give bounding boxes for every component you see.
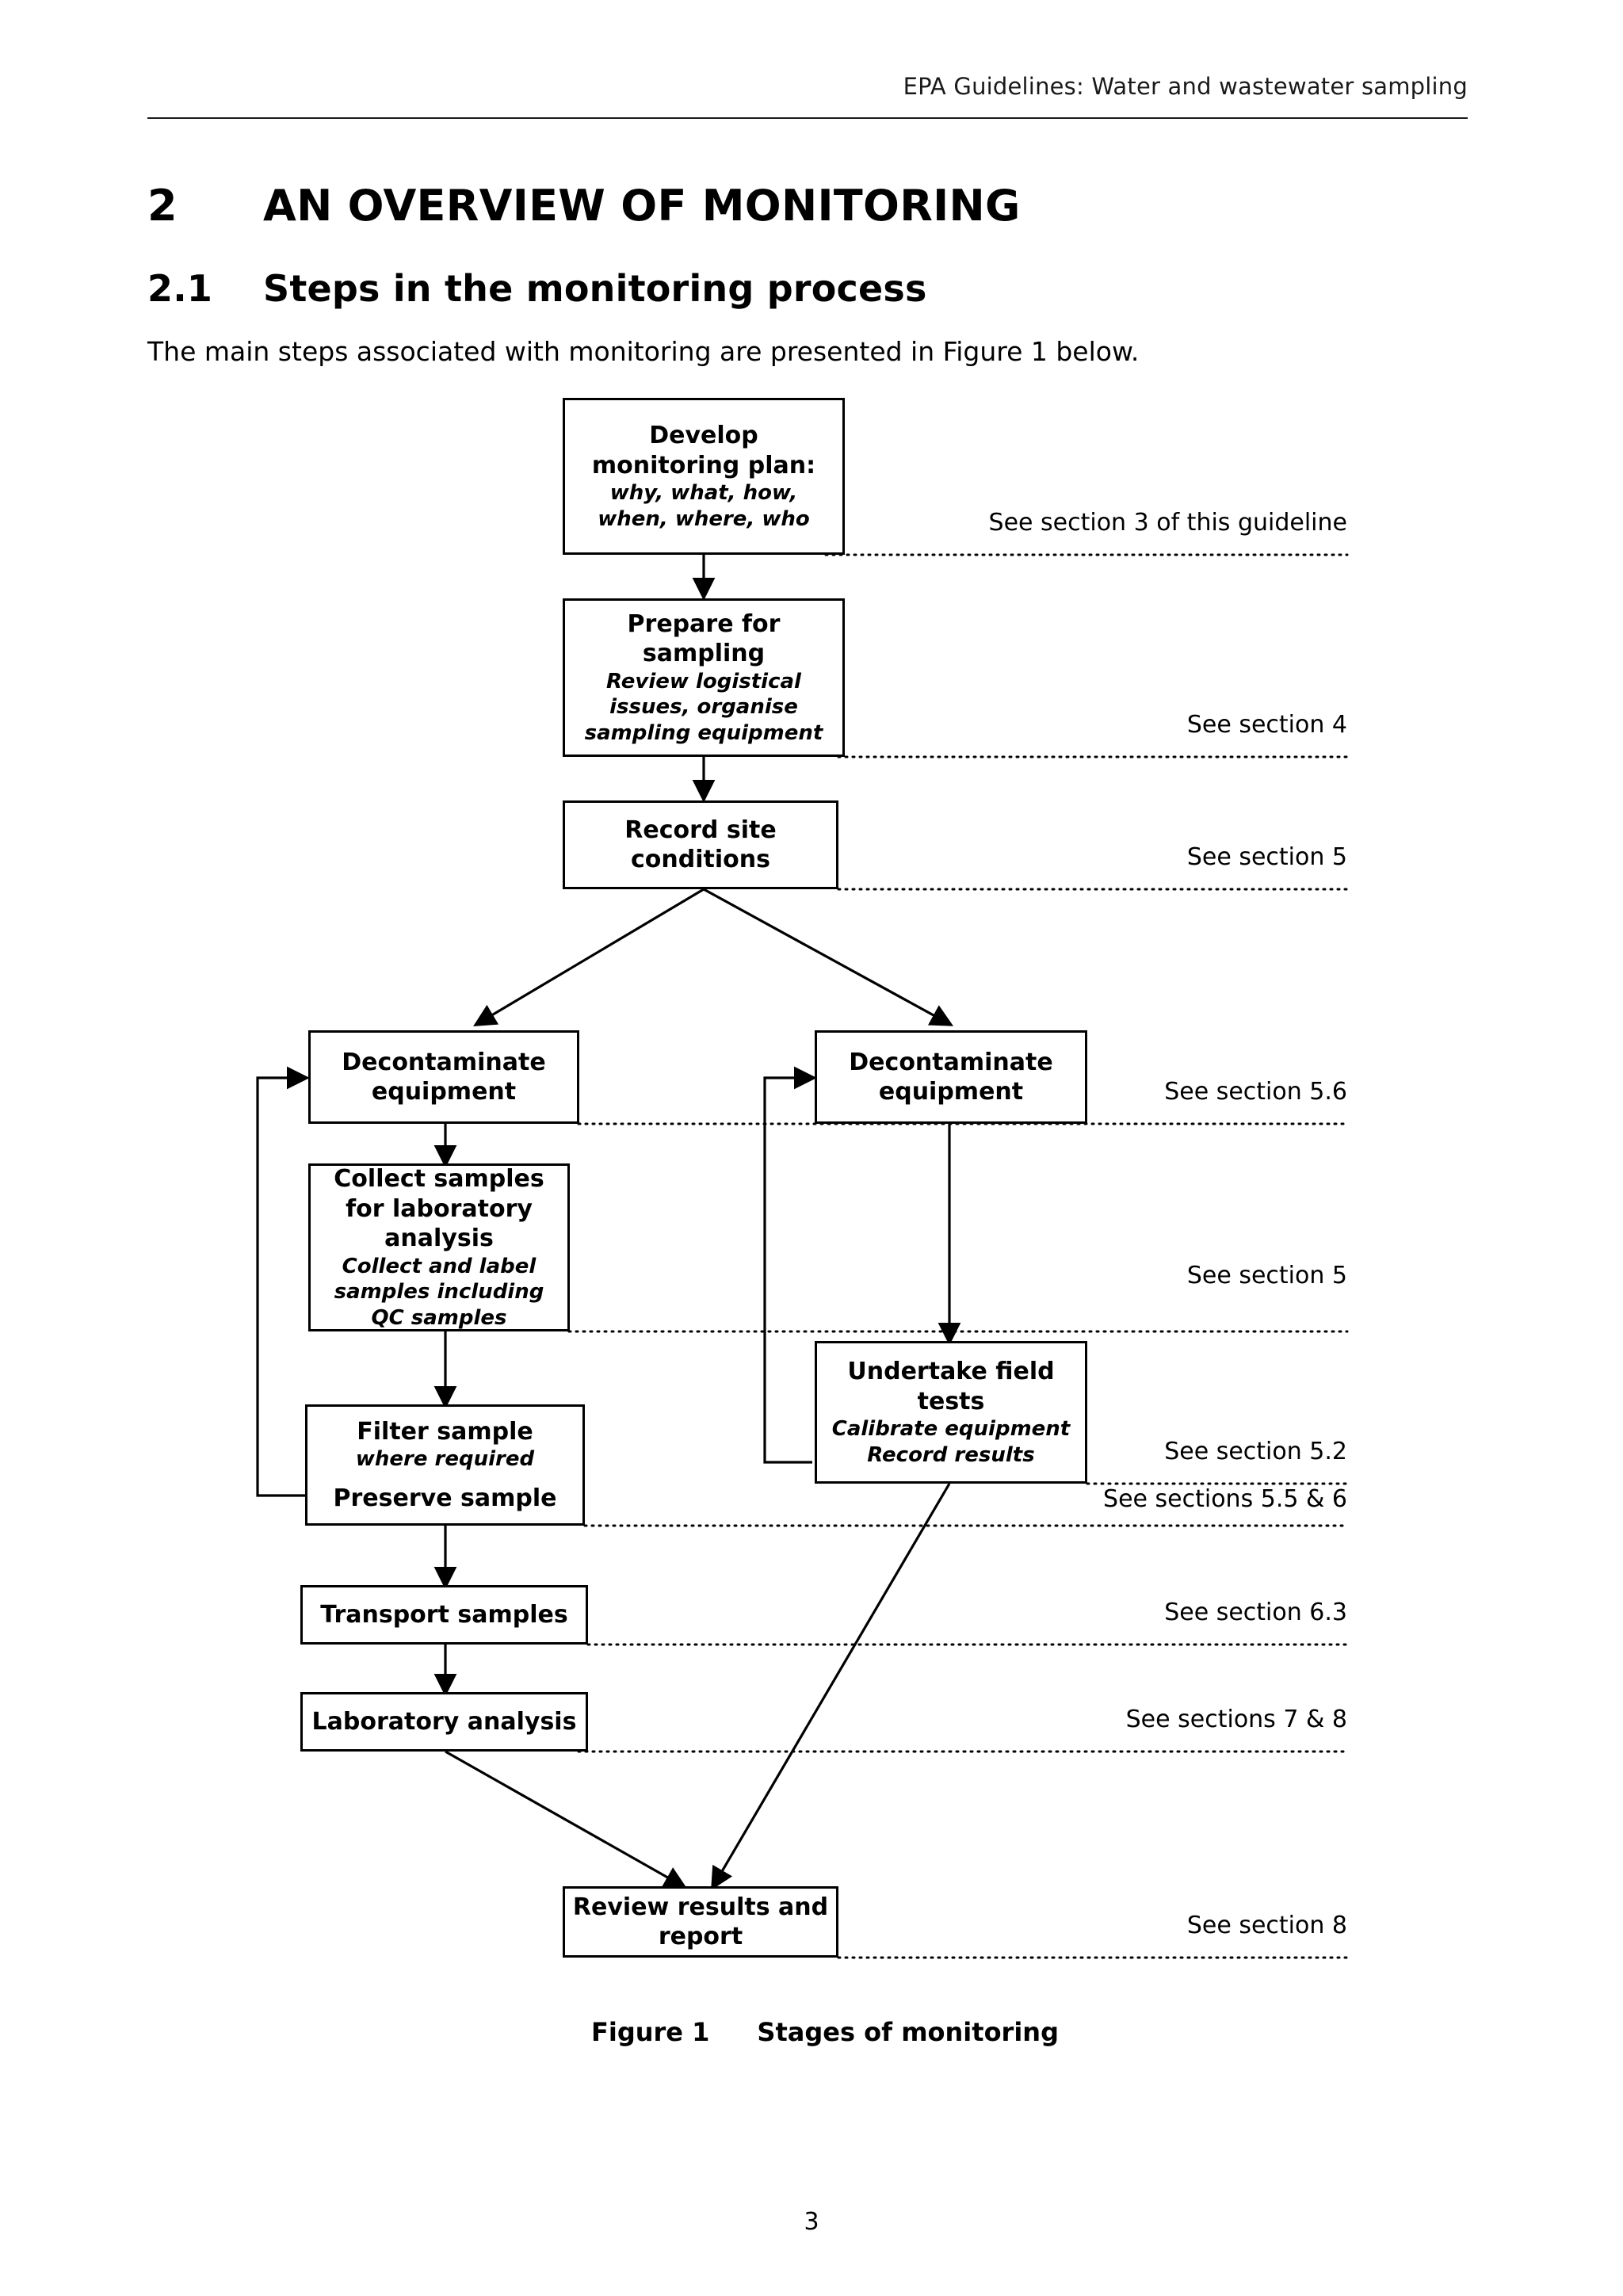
flow-node-subtitle: Review logistical issues, organise sampl… <box>584 669 823 745</box>
flow-node-title: Transport samples <box>320 1600 568 1629</box>
flow-node-filter-sample[interactable]: Filter sample where required Preserve sa… <box>305 1404 585 1526</box>
chapter-number: 2 <box>147 181 178 231</box>
flow-node-title: Laboratory analysis <box>311 1707 577 1736</box>
flow-node-subtitle: Collect and label samples including QC s… <box>334 1254 544 1330</box>
figure-caption: Figure 1 Stages of monitoring <box>591 2017 1059 2047</box>
flow-node-title-secondary: Preserve sample <box>333 1484 557 1512</box>
flow-node-title: Prepare for sampling <box>627 609 781 668</box>
flow-node-prepare-sampling[interactable]: Prepare for sampling Review logistical i… <box>563 598 845 757</box>
flow-node-subtitle: Calibrate equipment Record results <box>831 1417 1071 1467</box>
flow-node-record-site[interactable]: Record site conditions <box>563 800 838 889</box>
flow-node-title: Undertake field tests <box>847 1358 1055 1415</box>
flow-node-title: Collect samples for laboratory analysis <box>334 1165 544 1252</box>
running-header: EPA Guidelines: Water and wastewater sam… <box>903 73 1468 100</box>
flow-node-subtitle: why, what, how, when, where, who <box>598 481 810 531</box>
flow-node-develop-plan[interactable]: Develop monitoring plan: why, what, how,… <box>563 398 845 555</box>
section-note-4: See section 4 <box>1186 711 1347 739</box>
figure-caption-label: Figure 1 <box>591 2017 710 2047</box>
flow-node-title: Develop monitoring plan: <box>591 422 816 479</box>
header-rule <box>147 117 1468 119</box>
flow-node-title: Review results and report <box>572 1893 829 1951</box>
section-note-5-2: See section 5.2 <box>1164 1438 1347 1465</box>
flow-node-collect-samples[interactable]: Collect samples for laboratory analysis … <box>308 1163 570 1331</box>
flow-node-title: Record site conditions <box>624 816 777 874</box>
flow-node-title: Filter sample <box>357 1417 533 1446</box>
section-title: Steps in the monitoring process <box>263 267 927 310</box>
flow-node-decontaminate-right[interactable]: Decontaminate equipment <box>815 1030 1087 1124</box>
section-note-5-6: See section 5.6 <box>1164 1078 1347 1106</box>
section-note-6-3: See section 6.3 <box>1164 1599 1347 1626</box>
flow-node-title: Decontaminate equipment <box>342 1048 546 1106</box>
flow-node-transport-samples[interactable]: Transport samples <box>300 1585 588 1645</box>
section-note-3: See section 3 of this guideline <box>988 509 1347 537</box>
intro-paragraph: The main steps associated with monitorin… <box>147 336 1140 367</box>
section-note-5a: See section 5 <box>1186 843 1347 871</box>
chapter-heading: 2 AN OVERVIEW OF MONITORING <box>147 181 1021 231</box>
section-note-7-and-8: See sections 7 & 8 <box>1125 1706 1347 1733</box>
flow-node-laboratory-analysis[interactable]: Laboratory analysis <box>300 1692 588 1752</box>
section-heading: 2.1 Steps in the monitoring process <box>147 267 927 310</box>
flow-node-review-results[interactable]: Review results and report <box>563 1886 838 1958</box>
section-number: 2.1 <box>147 267 213 310</box>
page-number: 3 <box>804 2208 819 2236</box>
flow-node-subtitle: where required <box>355 1447 535 1472</box>
flow-node-decontaminate-left[interactable]: Decontaminate equipment <box>308 1030 579 1124</box>
chapter-title: AN OVERVIEW OF MONITORING <box>263 181 1021 231</box>
flow-node-title: Decontaminate equipment <box>849 1048 1053 1106</box>
flow-node-field-tests[interactable]: Undertake field tests Calibrate equipmen… <box>815 1341 1087 1484</box>
section-note-8: See section 8 <box>1186 1912 1347 1939</box>
section-note-5-5-and-6: See sections 5.5 & 6 <box>1103 1485 1347 1513</box>
figure-caption-text: Stages of monitoring <box>757 2017 1059 2047</box>
section-note-5b: See section 5 <box>1186 1262 1347 1289</box>
